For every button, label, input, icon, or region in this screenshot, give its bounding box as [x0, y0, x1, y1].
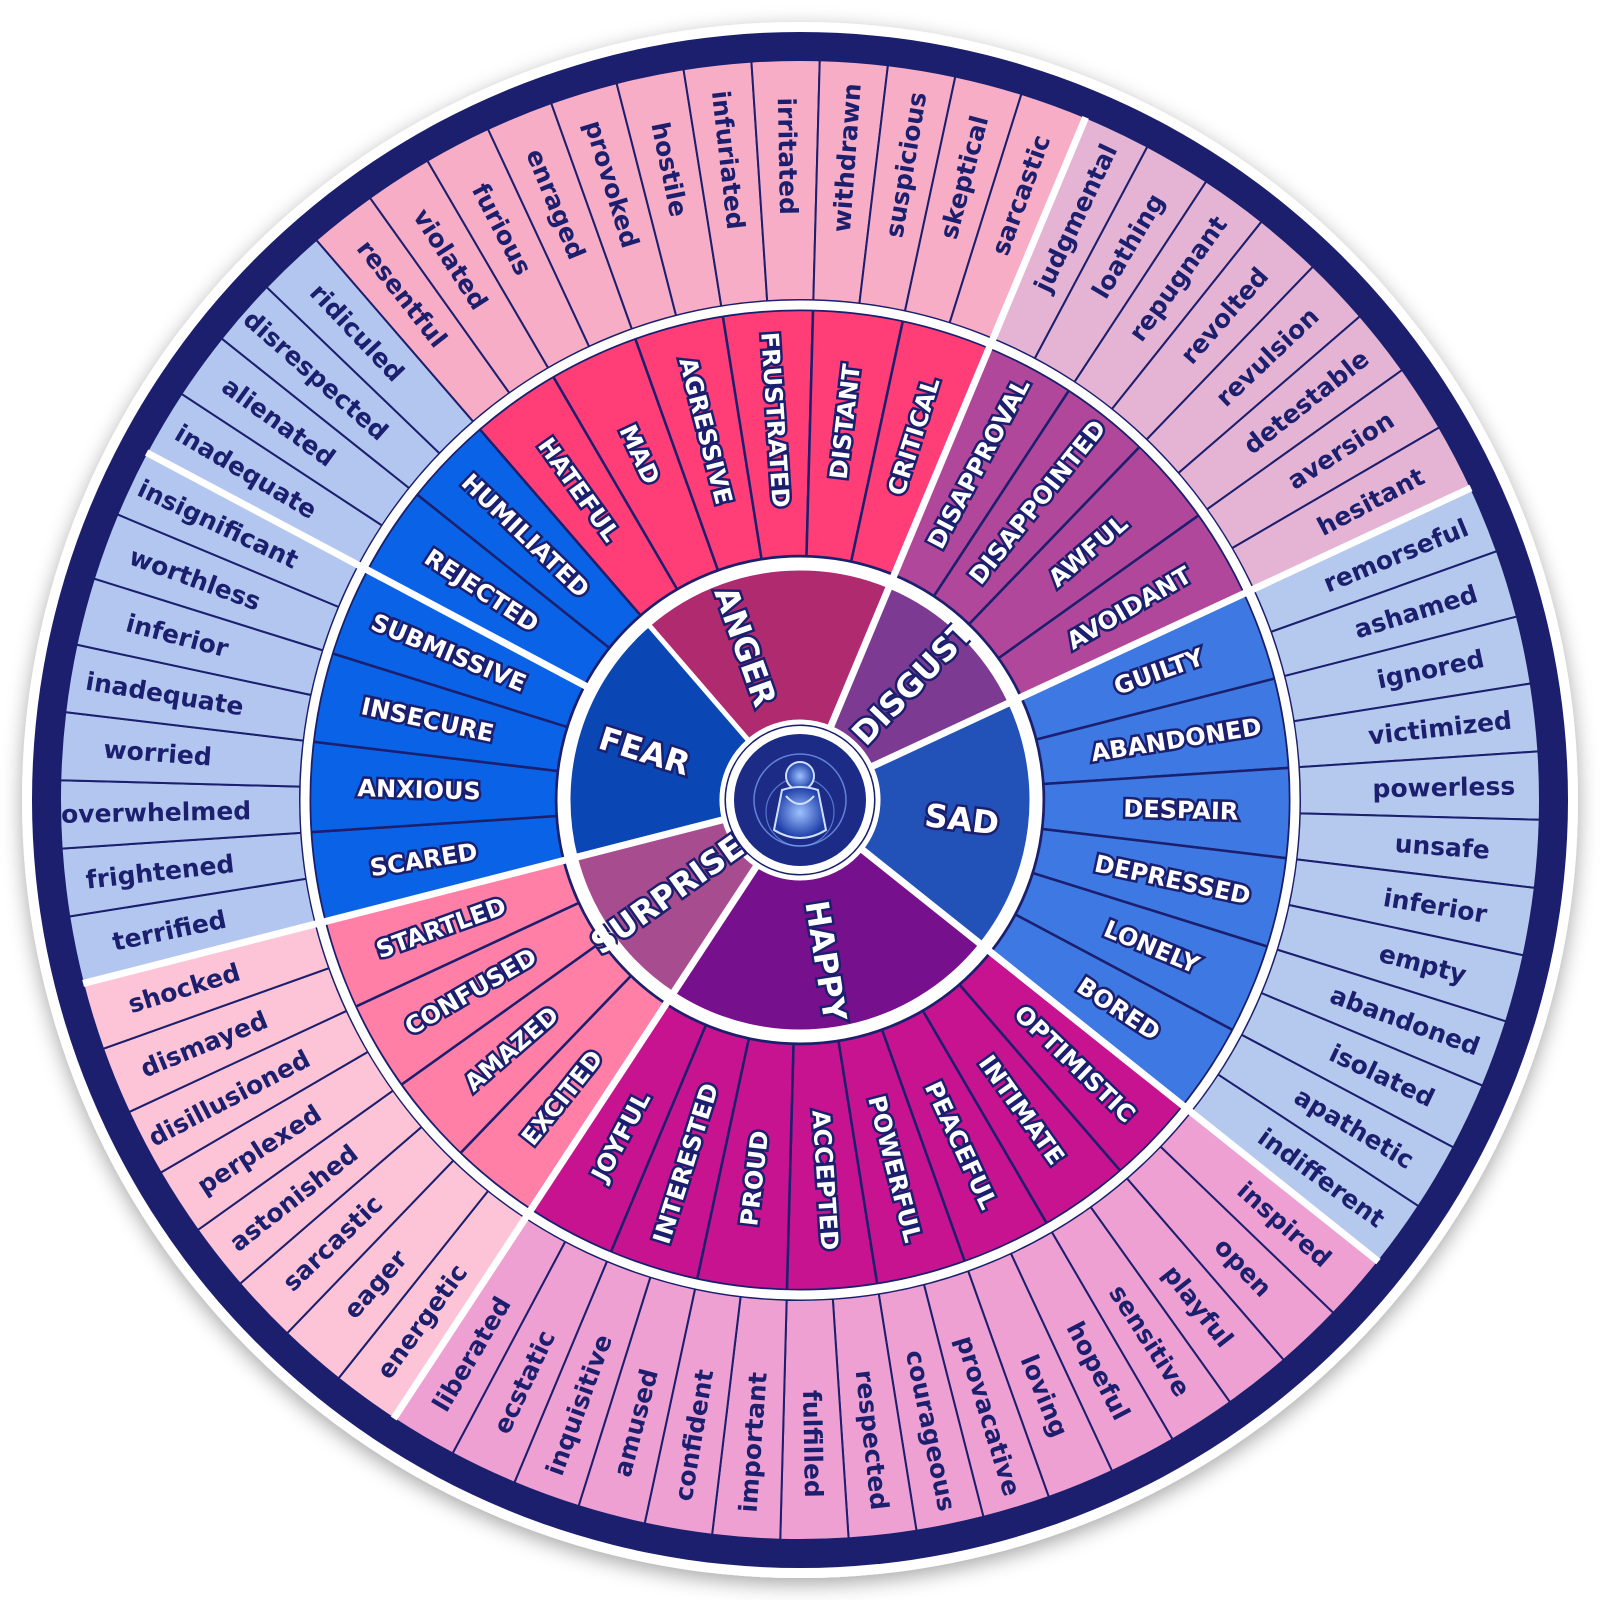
core-sector-sad [857, 698, 1035, 949]
word-label-powerless: powerless [1372, 772, 1515, 804]
family-divider [869, 484, 1473, 771]
core-label-sad: SAD [923, 796, 1001, 843]
word-label-unsafe: unsafe [1394, 829, 1491, 865]
secondary-emotions-ring: HURTTHREATENEDHATEFULMADAGRESSIVEFRUSTRA… [308, 308, 1292, 1292]
ring-separator [557, 557, 1043, 1043]
core-sector-surprise [572, 816, 761, 998]
family-divider [82, 815, 726, 987]
word-label-fulfilled: fulfilled [797, 1390, 828, 1498]
word-label-overwhelmed: overwhelmed [61, 796, 252, 829]
outer-words-ring: embarrasseddevestatedinsecurejealousrese… [59, 59, 1541, 1541]
family-divider [390, 863, 761, 1421]
center-hub [726, 726, 874, 874]
family-divider [858, 845, 1381, 1265]
secondary-sector-humiliated [415, 427, 643, 650]
secondary-label-despair: DESPAIR [1123, 795, 1239, 826]
person-hugging-knees-icon [753, 753, 847, 847]
core-sector-happy [669, 845, 985, 1035]
ring-separator [300, 300, 1300, 1300]
secondary-label-anxious: ANXIOUS [357, 774, 481, 805]
family-divider [826, 116, 1089, 730]
word-sector [265, 238, 475, 455]
word-label-irritated: irritated [772, 97, 803, 215]
core-sector-fear [565, 620, 753, 861]
